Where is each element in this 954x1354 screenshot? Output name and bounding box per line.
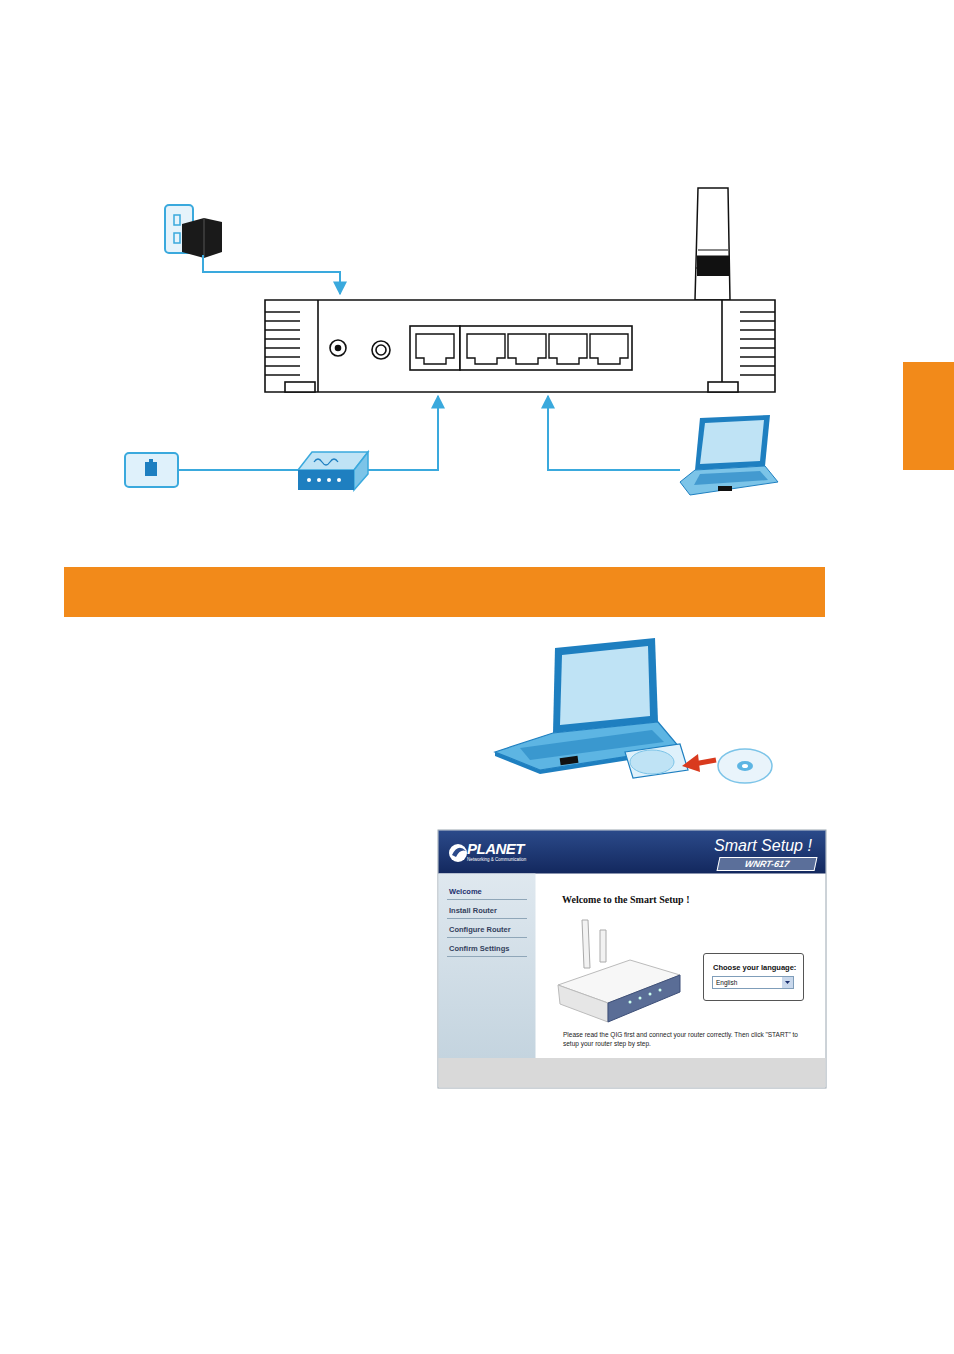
menu-item: Welcome (449, 887, 482, 897)
antenna (695, 188, 730, 300)
section-band (64, 567, 825, 617)
menu-item: Install Router (449, 906, 497, 916)
laptop (680, 415, 778, 495)
model-badge: WNRT-617 (717, 857, 818, 871)
dropdown-value: English (716, 978, 737, 988)
router-rear-panel (265, 300, 775, 392)
router-picture (558, 920, 680, 1022)
modem (298, 452, 368, 490)
setup-window (438, 830, 826, 1088)
instruction-text: Please read the QIG first and connect yo… (563, 1030, 813, 1048)
laptop-with-cd (495, 638, 772, 783)
menu-divider (447, 956, 527, 957)
language-box: Choose your language: English (703, 953, 804, 1001)
menu-item: Confirm Settings (449, 944, 509, 954)
menu-sidebar: WelcomeInstall RouterConfigure RouterCon… (439, 882, 535, 982)
brand-tagline: Networking & Communication (467, 857, 526, 862)
menu-divider (447, 918, 527, 919)
window-title: Smart Setup ! (714, 837, 812, 855)
language-dropdown: English (712, 976, 794, 989)
menu-divider (447, 899, 527, 900)
setup-window: Smart Setup ! WNRT-617WelcomeInstall Rout… (438, 830, 826, 1088)
phone-wall-jack (125, 453, 178, 487)
menu-divider (447, 937, 527, 938)
welcome-heading: Welcome to the Smart Setup ! (562, 894, 689, 905)
power-adapter (165, 205, 222, 258)
field-label: Choose your language: (713, 963, 796, 972)
model-badge-text: WNRT-617 (718, 858, 817, 870)
brand-logo: PLANET (467, 840, 524, 857)
dropdown-arrow (782, 977, 793, 988)
section-tab (903, 362, 954, 470)
cables (178, 255, 680, 470)
menu-item: Configure Router (449, 925, 511, 935)
